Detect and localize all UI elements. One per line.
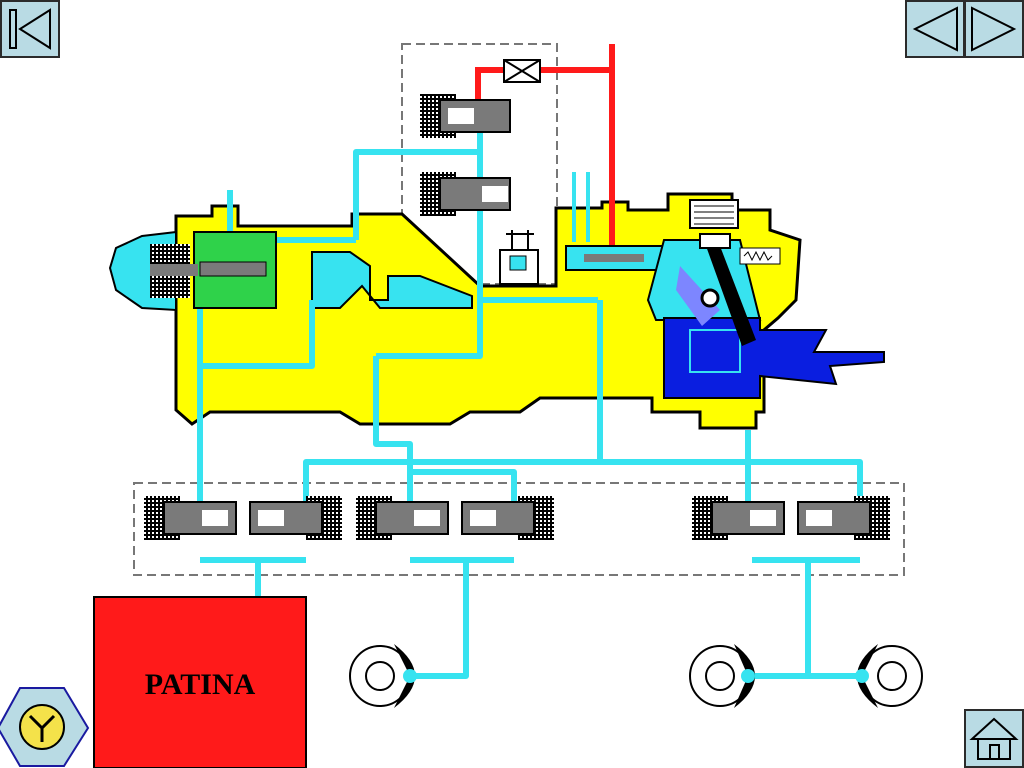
brake-chamber-left (349, 644, 417, 708)
lower-valve-row (144, 496, 890, 540)
brake-chamber-right-1 (689, 644, 755, 708)
home-icon (969, 717, 1019, 760)
lower-valve-2 (249, 496, 342, 540)
prev-button[interactable] (905, 0, 965, 58)
top-piston-2 (420, 172, 511, 216)
lower-valve-1 (144, 496, 237, 540)
output-chamber (663, 317, 885, 399)
next-button[interactable] (964, 0, 1024, 58)
brake-chamber-right-2 (855, 644, 923, 708)
top-piston-1 (420, 94, 511, 138)
relay-valve (565, 172, 885, 399)
first-page-button[interactable] (0, 0, 60, 58)
lower-valve-6 (797, 496, 890, 540)
inner-passage (311, 251, 473, 309)
supply-line (475, 44, 615, 250)
next-icon (971, 6, 1017, 52)
reservoir-box (93, 596, 307, 768)
home-button[interactable] (964, 709, 1024, 768)
top-valve-module (401, 43, 558, 285)
reservoir-label: PATINA (145, 668, 256, 701)
first-page-icon (9, 8, 51, 50)
middle-check-valve (499, 230, 539, 285)
prev-icon (912, 6, 958, 52)
hexagon-logo-icon (0, 687, 90, 767)
left-diaphragm-chamber (108, 230, 277, 312)
lower-valve-5 (692, 496, 785, 540)
lower-valve-4 (461, 496, 554, 540)
bottom-valve-module (133, 482, 905, 576)
lower-valve-3 (356, 496, 449, 540)
throttle-valve-icon (503, 59, 541, 83)
